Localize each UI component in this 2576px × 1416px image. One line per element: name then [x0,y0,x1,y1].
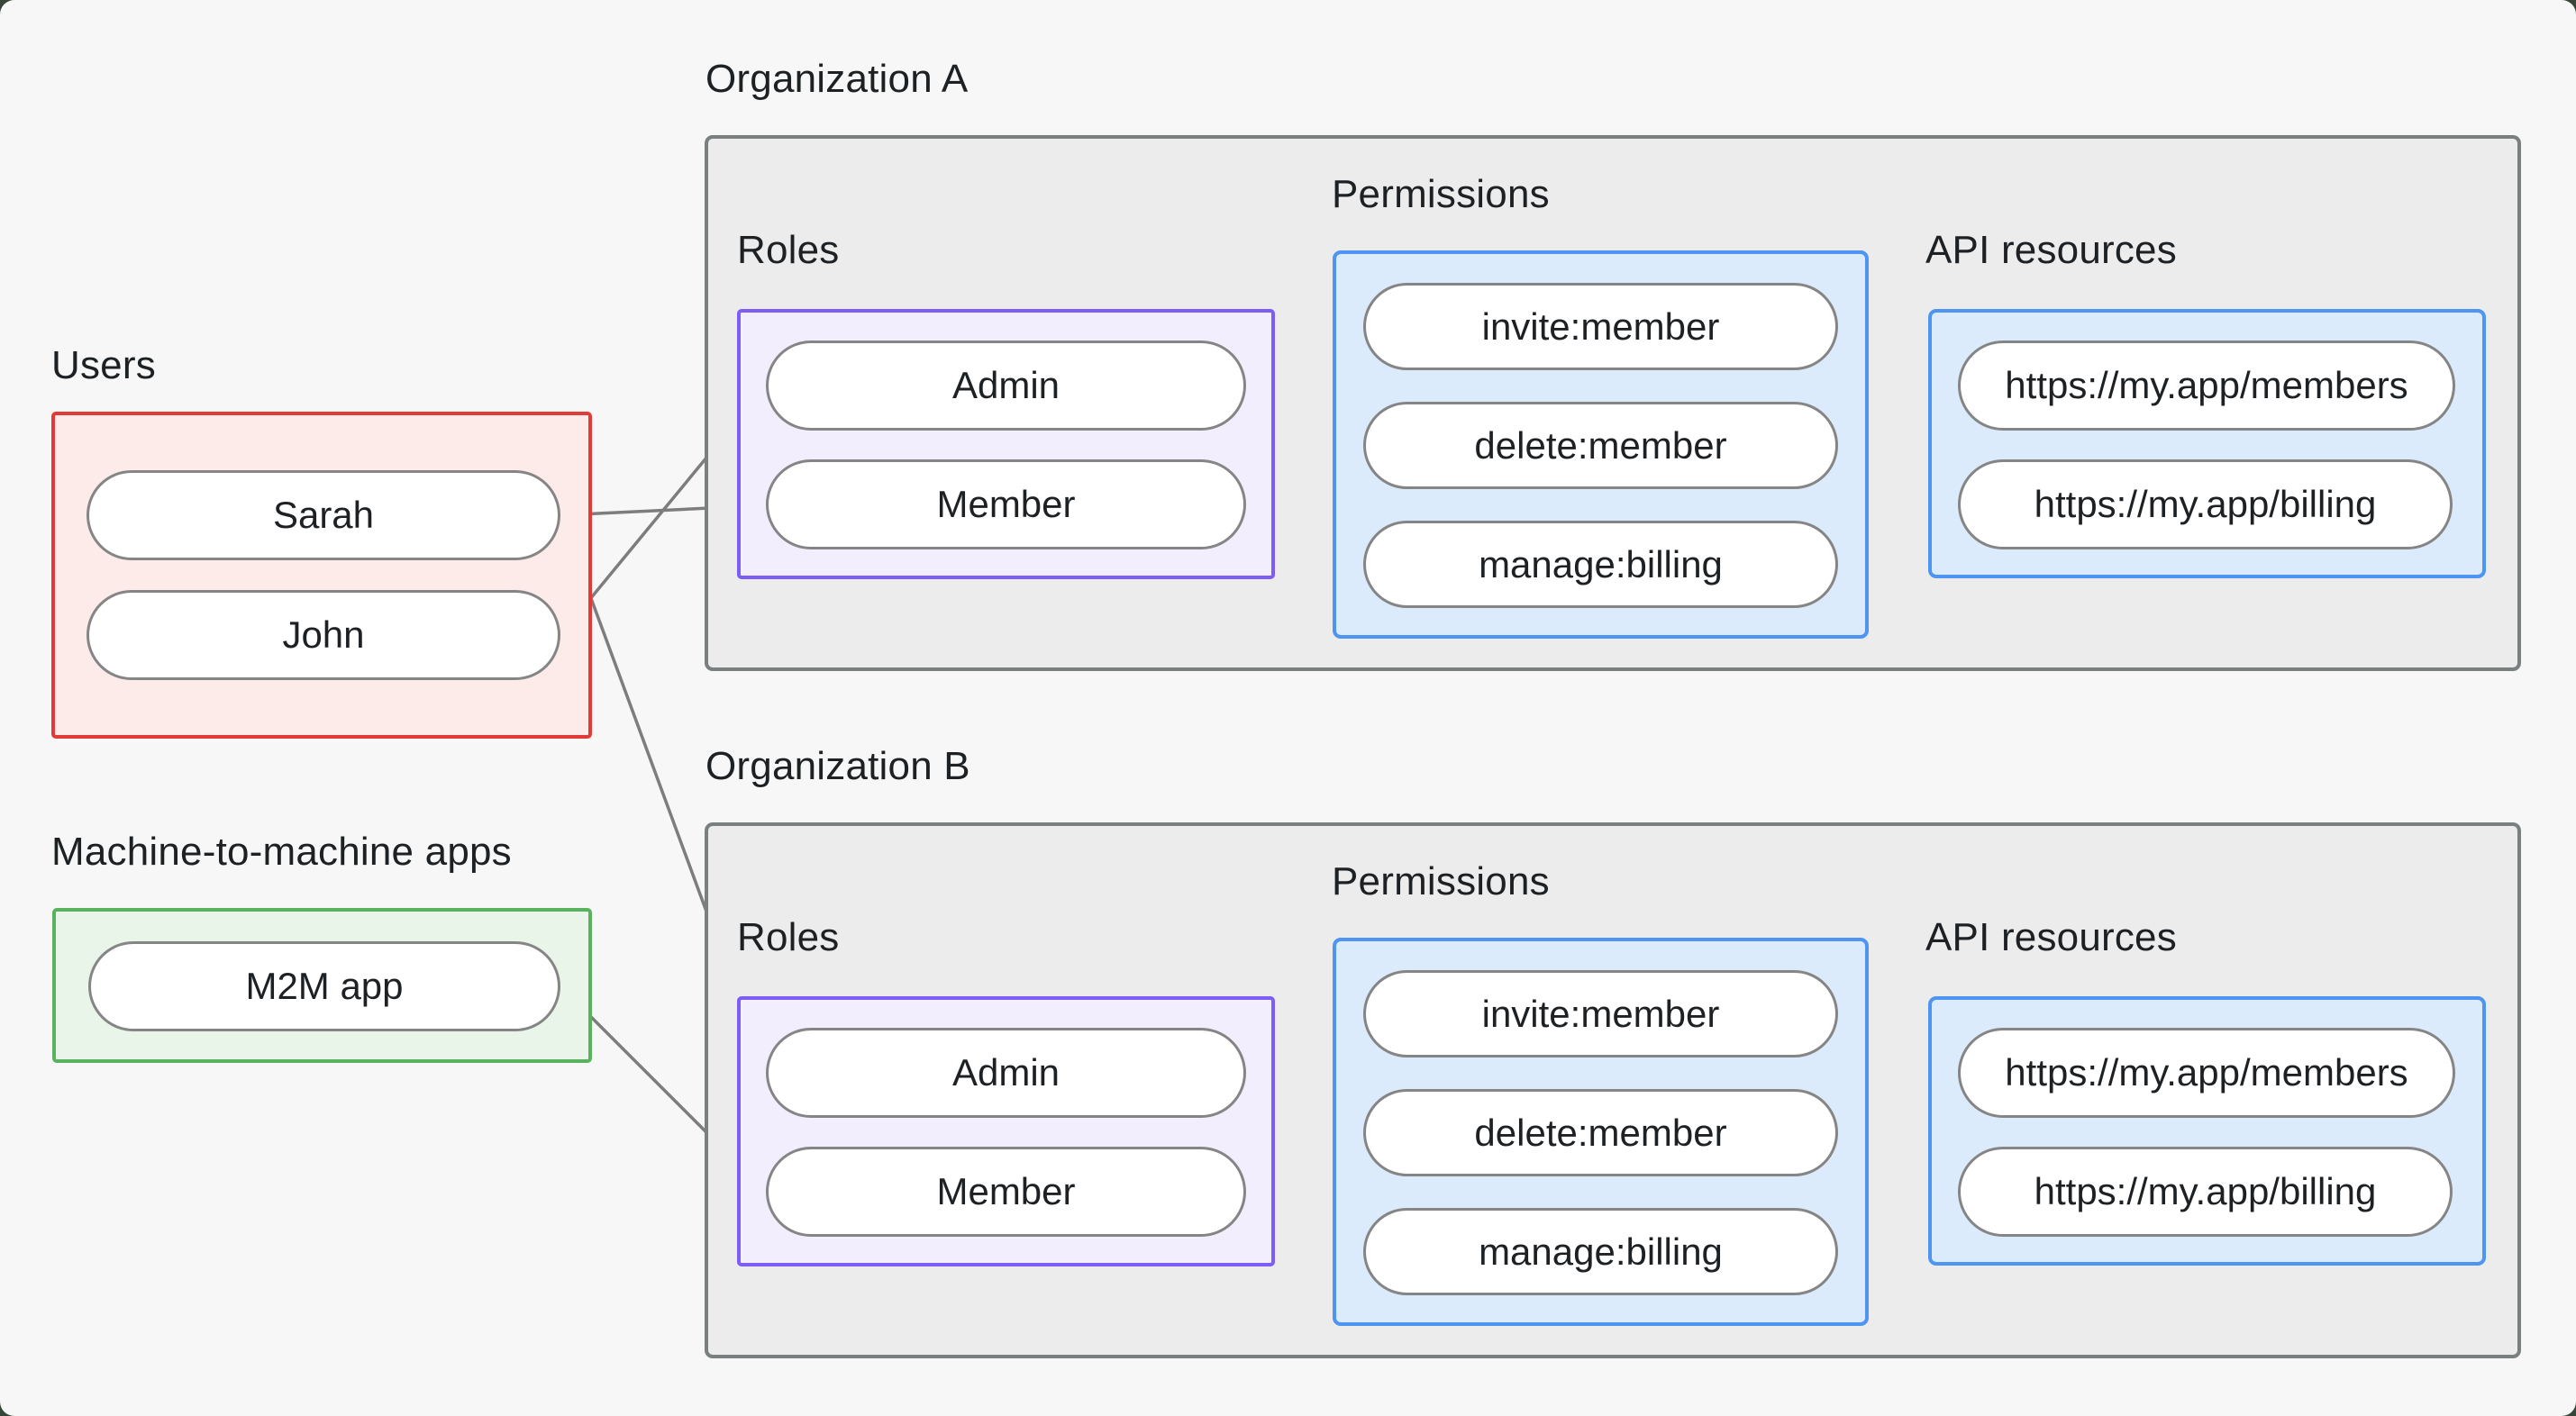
node-m2m-app: M2M app [88,941,560,1031]
m2m-group-label: Machine-to-machine apps [51,830,512,874]
node-orgb-role-member: Member [766,1147,1246,1237]
node-orga-role-admin: Admin [766,340,1246,431]
node-orga-perm-manage: manage:billing [1363,521,1838,608]
node-orgb-role-admin: Admin [766,1028,1246,1118]
node-orgb-api-billing-label: https://my.app/billing [2034,1170,2377,1212]
node-orgb-perm-invite: invite:member [1363,970,1838,1057]
node-user-john: John [86,590,560,680]
node-orgb-perm-manage-label: manage:billing [1479,1230,1723,1273]
org-b-label: Organization B [705,744,970,788]
users-group-label: Users [51,343,156,387]
node-orgb-perm-delete-label: delete:member [1474,1111,1727,1154]
node-orgb-api-billing: https://my.app/billing [1958,1147,2453,1237]
node-orgb-perm-manage: manage:billing [1363,1208,1838,1295]
node-orgb-perm-delete: delete:member [1363,1089,1838,1176]
node-orga-api-members-label: https://my.app/members [2005,364,2408,406]
org-b-roles-label: Roles [737,915,840,959]
node-orgb-role-admin-label: Admin [951,1051,1060,1094]
node-user-john-label: John [282,613,365,656]
node-orga-api-members: https://my.app/members [1958,340,2455,431]
node-orgb-api-members: https://my.app/members [1958,1028,2455,1118]
node-user-sarah: Sarah [86,470,560,560]
node-orga-role-member-label: Member [936,483,1076,525]
node-orga-role-admin-label: Admin [951,364,1060,406]
org-a-roles-label: Roles [737,228,840,272]
node-user-sarah-label: Sarah [272,494,375,536]
node-orga-role-member: Member [766,459,1246,549]
org-a-label: Organization A [705,57,969,101]
node-orgb-role-member-label: Member [936,1170,1076,1212]
node-orga-perm-invite: invite:member [1363,283,1838,370]
node-orga-perm-delete: delete:member [1363,402,1838,489]
node-orga-perm-manage-label: manage:billing [1479,542,1723,585]
node-m2m-app-label: M2M app [245,965,404,1007]
org-b-api-label: API resources [1925,915,2177,959]
node-orga-api-billing-label: https://my.app/billing [2034,483,2377,525]
node-orga-api-billing: https://my.app/billing [1958,459,2453,549]
node-orgb-api-members-label: https://my.app/members [2005,1051,2408,1094]
node-orga-perm-delete-label: delete:member [1474,423,1727,467]
org-a-api-label: API resources [1925,228,2177,272]
users-group-box [51,412,592,739]
node-orgb-perm-invite-label: invite:member [1481,992,1720,1035]
node-orga-perm-invite-label: invite:member [1481,304,1720,348]
org-b-permissions-label: Permissions [1332,859,1550,903]
org-a-permissions-label: Permissions [1332,172,1550,216]
